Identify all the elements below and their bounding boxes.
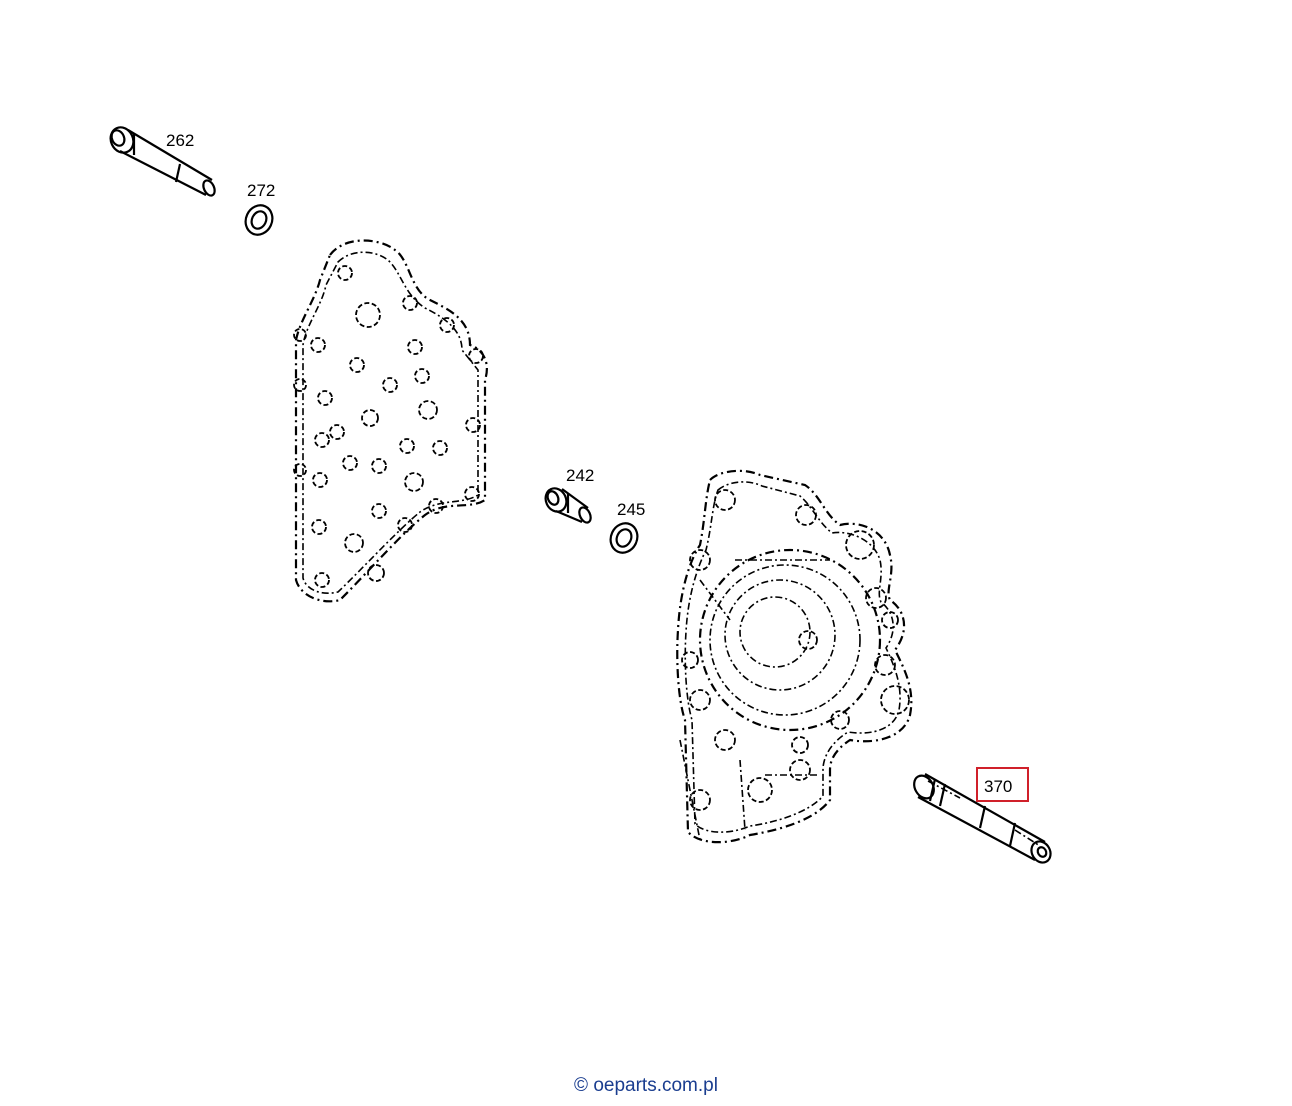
highlight-box-370[interactable] [976, 767, 1029, 802]
part-370-shaft[interactable] [910, 772, 1054, 866]
part-272-washer[interactable] [241, 201, 277, 239]
valve-plate [293, 239, 488, 603]
part-262-bolt[interactable] [107, 124, 217, 198]
part-242-bolt[interactable] [542, 485, 593, 524]
callout-242[interactable]: 242 [566, 466, 594, 485]
callout-272[interactable]: 272 [247, 181, 275, 200]
callout-370[interactable]: 370 [984, 777, 1012, 796]
callout-245[interactable]: 245 [617, 500, 645, 519]
copyright-text: © oeparts.com.pl [574, 1075, 718, 1096]
pump-housing [676, 469, 913, 844]
callout-262[interactable]: 262 [166, 131, 194, 150]
part-245-washer[interactable] [606, 519, 642, 557]
